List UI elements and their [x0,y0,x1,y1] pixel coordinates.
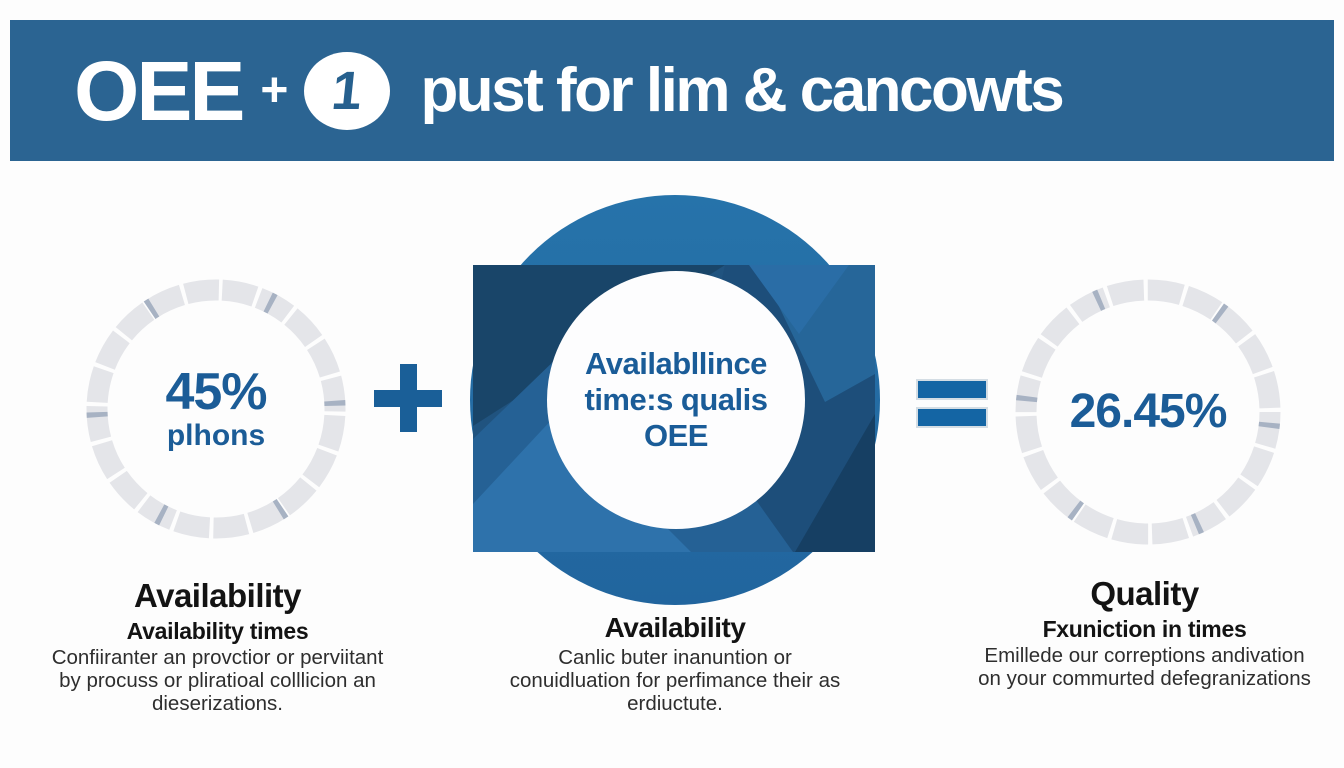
plus-bar-vertical [400,364,417,432]
oee-emblem: Availabllince time:s qualis OEE [463,194,887,608]
one-badge-icon: 1 [304,51,391,130]
quality-gauge: 26.45% [1012,276,1284,548]
availability-heading: Availability [133,577,302,614]
plus-operator-icon [374,364,442,432]
emblem-line-2: time:s qualis [584,382,769,417]
availability-value-caption: plhons [166,419,266,453]
quality-description: Emillede our correptions andivation on y… [978,643,1311,690]
availability-gauge-label: 45% plhons [84,277,348,541]
emblem-label: Availabllince time:s qualis OEE [546,344,806,456]
segmented-ring-icon [1015,279,1281,545]
quality-value: 26.45% [1069,385,1228,438]
header-banner: OEE + 1 pust for lim & cancowts [10,20,1334,161]
equals-operator-icon [916,379,988,428]
header-title: pust for lim & cancowts [420,55,1064,125]
equals-bar-top [916,379,988,400]
circle-square-emblem-icon [470,195,880,605]
badge-digit: 1 [329,60,366,121]
center-caption: Availability Canlic buter inanuntion or … [500,613,850,716]
segmented-ring-icon [86,279,346,539]
center-heading: Availability [604,612,746,643]
quality-subheading: Fxuniction in times [1042,615,1247,642]
equals-bar-bottom [916,407,988,428]
header-plus-sign: + [260,63,289,117]
brand-title: OEE [74,43,245,138]
emblem-line-3: OEE [644,418,708,453]
availability-description: Confiiranter an provctior or perviitant … [51,645,384,715]
availability-subheading: Availability times [126,617,309,644]
availability-gauge: 45% plhons [84,277,348,541]
emblem-line-1: Availabllince [585,346,767,381]
quality-heading: Quality [1090,575,1199,612]
quality-caption: Quality Fxuniction in times Emillede our… [977,575,1312,691]
availability-caption: Availability Availability times Confiira… [50,577,385,716]
quality-gauge-label: 26.45% [1012,276,1284,548]
center-description: Canlic buter inanuntion or conuidluation… [509,646,841,716]
availability-value: 45% [165,363,267,422]
